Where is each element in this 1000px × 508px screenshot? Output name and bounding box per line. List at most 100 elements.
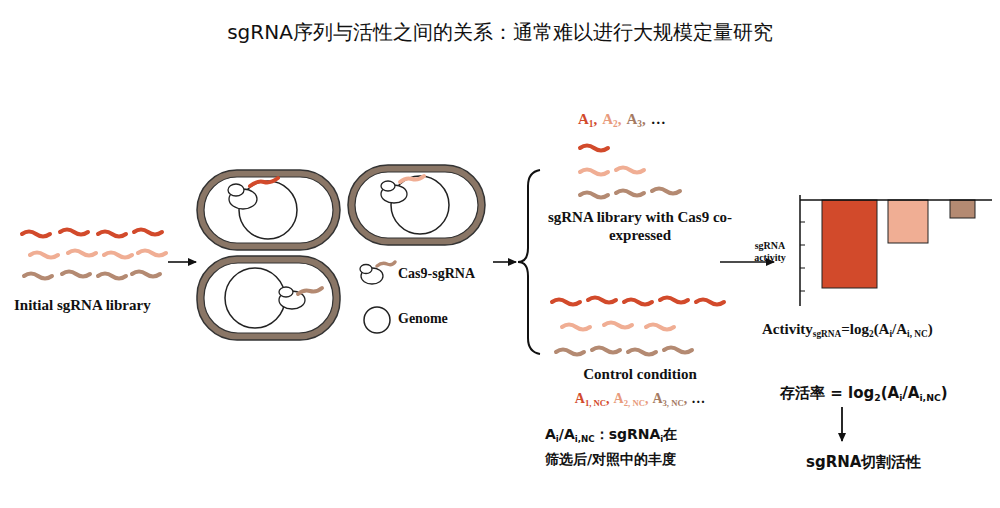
sgrna-dash [98, 232, 126, 237]
genome-sample [364, 307, 390, 333]
sgrna-dash [556, 350, 584, 355]
sgrna-dash [24, 274, 52, 279]
sgrna-dash [664, 348, 692, 353]
legend-samples [360, 262, 395, 333]
sgrna-dash [628, 350, 656, 355]
label-text: , [606, 391, 610, 406]
title: sgRNA序列与活性之间的关系：通常难以进行大规模定量研究 [0, 20, 1000, 44]
cas9-sample [360, 265, 372, 274]
sgrna-dash [592, 348, 620, 353]
sgrna-dash [616, 191, 644, 196]
label-text: (A [881, 384, 899, 402]
sgrna-dash [138, 251, 166, 256]
subscript: 2 [869, 329, 874, 339]
sgrna-dash [646, 325, 674, 330]
genome-circle [225, 268, 285, 328]
cell-wall [348, 165, 485, 245]
text-line: sgRNA library with Cas9 co-expressed [545, 208, 735, 244]
text-line: 存活率 = log2(Ai/Ai,NC) [780, 384, 948, 403]
label-text: sgRNA activity [754, 240, 786, 263]
cell-inner [204, 263, 333, 333]
label-text: , [618, 111, 622, 127]
label-text: A [602, 111, 613, 127]
sgrna-dash [580, 170, 608, 175]
sgrna-dash [588, 298, 616, 303]
subscript: 2, NC [624, 398, 645, 408]
sgrna-dashes [552, 146, 724, 355]
label-text: ：sgRNA [595, 426, 661, 442]
sgrna-dashes [22, 230, 166, 279]
genome-circle [391, 176, 449, 234]
subscript: i [660, 434, 663, 444]
sgrna-dash [652, 189, 680, 194]
label-text: … [651, 111, 666, 127]
label-text: /A [892, 321, 907, 337]
axis-ticks [800, 222, 805, 291]
cas9-blob [279, 287, 293, 297]
text-line: A1, NC,A2, NC,A3, NC,… [545, 391, 735, 408]
label-text: A [652, 391, 662, 406]
text-line: A1,A2,A3,… [578, 110, 666, 130]
sgrna-dash [616, 168, 644, 173]
text-line: Control condition [545, 365, 735, 383]
label-text: /A [559, 426, 575, 442]
y-axis [799, 195, 801, 306]
label-text: A [578, 111, 589, 127]
subscript: i,NC [919, 392, 940, 403]
sgrna-dash [98, 274, 126, 279]
sgrna-dash [580, 193, 608, 198]
brace [518, 170, 540, 354]
cell-inner [355, 172, 478, 238]
bar [950, 200, 975, 218]
subscript: i, NC [907, 329, 928, 339]
sgrna-strand [298, 288, 322, 294]
label-text: ) [928, 321, 933, 337]
bar [822, 200, 877, 288]
label-text: sgRNA切割活性 [806, 453, 921, 471]
subscript: 3, NC [663, 398, 684, 408]
cell-wall [197, 170, 340, 250]
label-text: Control condition [583, 366, 697, 382]
sgrna-dash [624, 300, 652, 305]
label-text: , [684, 391, 688, 406]
sgrna-dash [62, 272, 90, 277]
subscript: sgRNA [813, 329, 841, 339]
label-text: , [645, 391, 649, 406]
label-text: Activity [762, 321, 813, 337]
label-text: A [614, 391, 624, 406]
subscript: i [556, 434, 559, 444]
subscript: i [899, 392, 902, 403]
label-text: 存活率 = log [780, 384, 874, 402]
label-text: Initial sgRNA library [14, 297, 151, 313]
cas9-blob [228, 184, 244, 196]
label-text: , [594, 111, 598, 127]
text-line: Ai/Ai,NC：sgRNAi在 [545, 426, 677, 444]
sgrna-strand [400, 176, 424, 182]
subscript: i [889, 329, 892, 339]
text-line: sgRNA activity [746, 240, 794, 264]
label-text: A [575, 391, 585, 406]
sgrna-dash [22, 232, 50, 237]
cell-inner [204, 177, 333, 243]
label-text: 筛选后/对照中的丰度 [545, 451, 676, 467]
down-arrow [841, 407, 843, 441]
sgrna-sample [377, 262, 395, 266]
subscript: 2 [613, 119, 618, 129]
sgrna-strand [250, 178, 278, 186]
sgrna-dash [104, 253, 132, 258]
label-text: =log [841, 321, 869, 337]
flow-arrow [168, 261, 196, 263]
sgrna-dash [134, 230, 162, 235]
text-line: Initial sgRNA library [14, 296, 151, 314]
subscript: 2 [874, 392, 880, 403]
bar [888, 200, 928, 243]
label-text: 在 [663, 426, 677, 442]
sgrna-dash [580, 146, 608, 151]
sgrna-dash [696, 300, 724, 305]
legend-text: Cas9-sgRNA [398, 266, 475, 283]
label-text: , [642, 111, 646, 127]
sgrna-dash [68, 251, 96, 256]
text-line: sgRNA切割活性 [806, 453, 921, 471]
label-text: (A [874, 321, 890, 337]
